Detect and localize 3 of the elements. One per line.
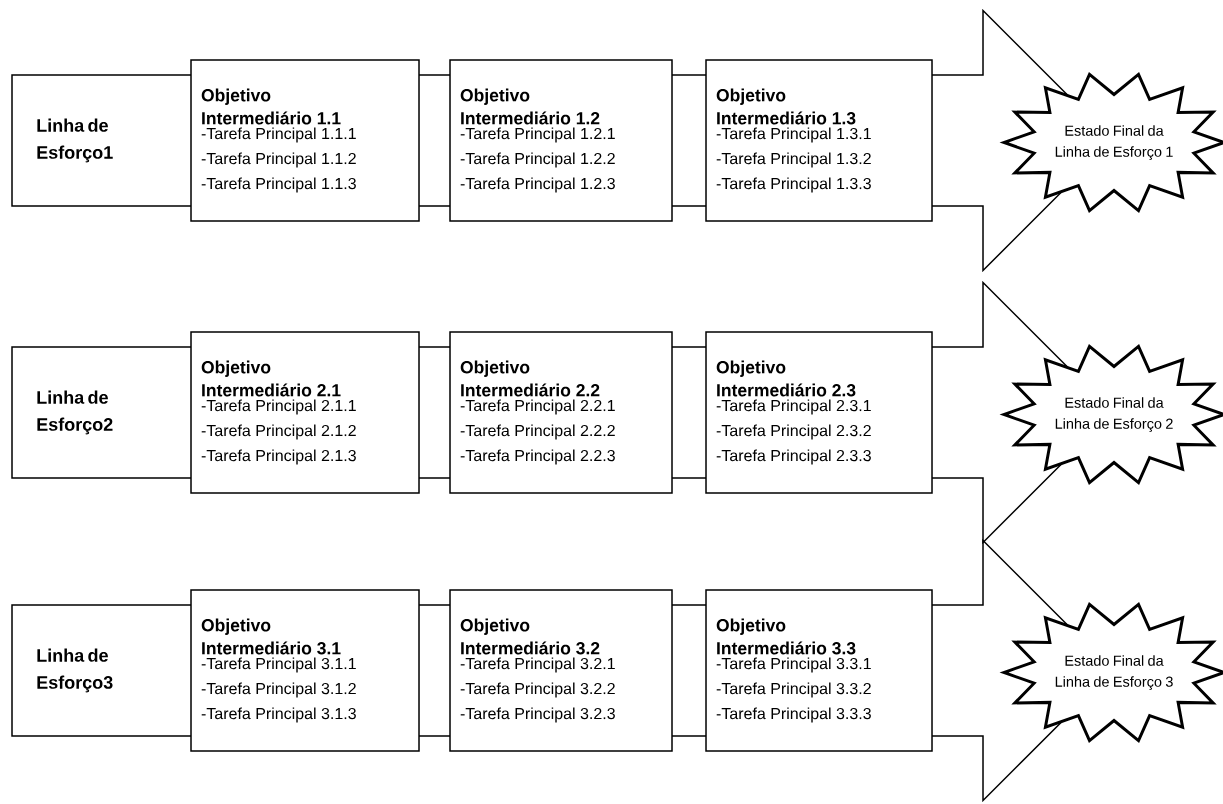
- starburst: Estado Final da Linha de Esforço 1: [999, 71, 1223, 214]
- starburst: Estado Final da Linha de Esforço 2: [999, 343, 1223, 486]
- starburst: Estado Final da Linha de Esforço 3: [999, 601, 1223, 744]
